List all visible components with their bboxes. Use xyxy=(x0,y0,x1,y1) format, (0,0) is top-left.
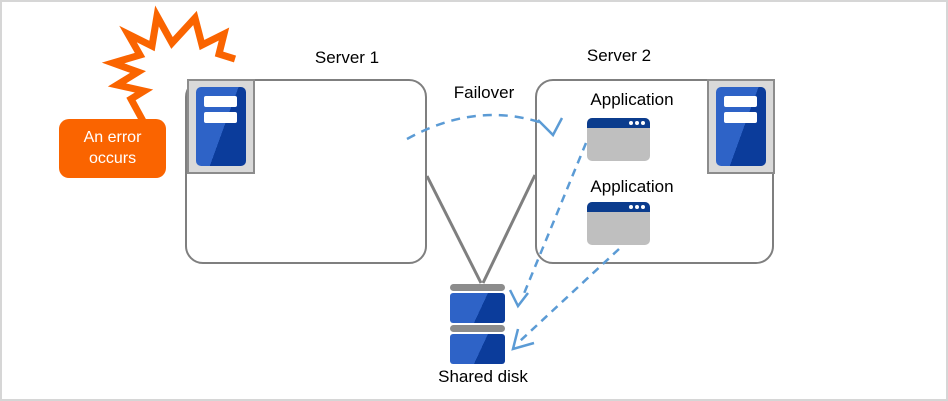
server-tower-body xyxy=(196,87,246,166)
window-dot xyxy=(641,205,645,209)
server1-disk-connector xyxy=(425,175,483,284)
window-dot xyxy=(641,121,645,125)
window-dot xyxy=(629,121,633,125)
server2-disk-connector xyxy=(481,174,537,284)
disk-platter xyxy=(450,293,505,323)
app2-disk-arrowhead xyxy=(511,328,535,351)
server-tower-body xyxy=(716,87,766,166)
shared-disk-icon xyxy=(450,284,505,364)
server2-label: Server 2 xyxy=(586,46,652,65)
application1-label: Application xyxy=(590,90,674,109)
server-tower-icon xyxy=(707,79,775,174)
app1-disk-arrowhead xyxy=(508,289,529,309)
application-window-icon xyxy=(587,118,650,161)
error-callout: An error occurs xyxy=(59,119,166,178)
disk-platter xyxy=(450,334,505,364)
application-window-titlebar xyxy=(587,202,650,212)
server-slot xyxy=(724,96,757,107)
error-callout-text: An error occurs xyxy=(83,128,142,167)
window-dot xyxy=(635,121,639,125)
application-window-titlebar xyxy=(587,118,650,128)
server-slot xyxy=(204,112,237,123)
server-tower-icon xyxy=(187,79,255,174)
window-dot xyxy=(635,205,639,209)
application2-label: Application xyxy=(590,177,674,196)
disk-separator xyxy=(450,325,505,332)
shared-disk-label: Shared disk xyxy=(438,367,528,386)
server-slot xyxy=(204,96,237,107)
application-window-icon xyxy=(587,202,650,245)
server1-label: Server 1 xyxy=(314,48,380,67)
failover-label: Failover xyxy=(453,83,515,102)
server-slot xyxy=(724,112,757,123)
window-dot xyxy=(629,205,633,209)
disk-separator xyxy=(450,284,505,291)
